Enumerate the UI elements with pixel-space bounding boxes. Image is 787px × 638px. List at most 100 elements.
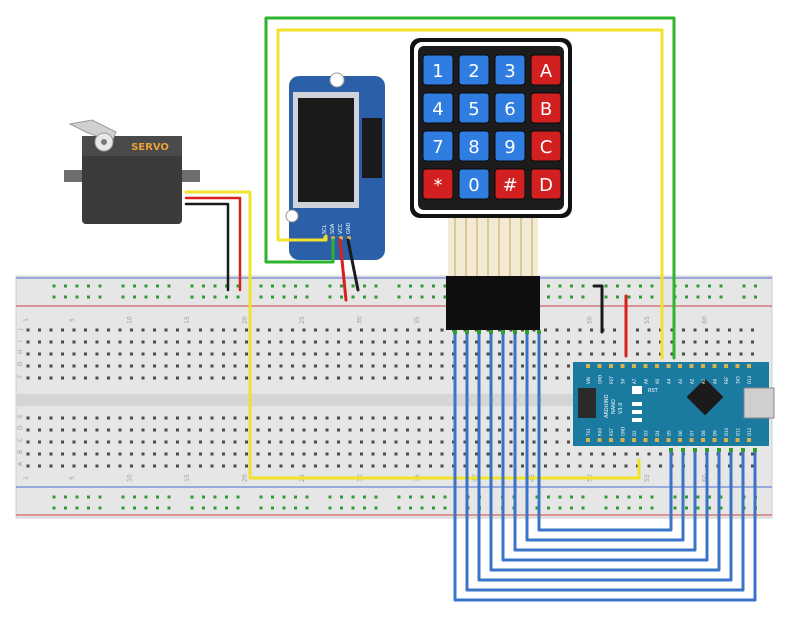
keypad-key[interactable]: 1 <box>422 54 454 86</box>
wire-blue-keypad <box>477 332 733 582</box>
rail-hole <box>650 295 654 299</box>
wire-blue-end <box>729 448 733 452</box>
row-letter: A <box>17 461 24 466</box>
breadboard-hole <box>210 440 214 444</box>
rail-hole <box>121 506 125 510</box>
keypad-key-cap <box>530 130 562 162</box>
wire-blue-end <box>693 448 697 452</box>
rail-hole <box>719 284 723 288</box>
oled-mount-hole-bottom <box>285 209 299 223</box>
rail-hole <box>432 295 435 299</box>
keypad-key[interactable]: * <box>422 168 454 200</box>
breadboard-hole <box>199 352 202 356</box>
keypad-key[interactable]: 8 <box>458 130 490 162</box>
nano-pin <box>724 438 728 442</box>
breadboard-hole <box>130 416 133 420</box>
breadboard-hole <box>95 376 99 380</box>
breadboard-hole <box>187 364 191 368</box>
breadboard-hole <box>302 352 306 356</box>
breadboard-hole <box>302 340 306 344</box>
breadboard-hole <box>728 352 731 356</box>
keypad-key[interactable]: 9 <box>494 130 526 162</box>
keypad-key[interactable]: 0 <box>458 168 490 200</box>
breadboard-hole <box>141 376 145 380</box>
rail-hole <box>87 284 90 288</box>
breadboard-hole <box>567 340 570 344</box>
breadboard-hole <box>72 376 76 380</box>
rail-hole <box>570 284 573 288</box>
breadboard-hole <box>279 364 283 368</box>
nano-pin <box>689 438 694 442</box>
keypad-key[interactable]: 5 <box>458 92 490 124</box>
keypad-key[interactable]: 6 <box>494 92 526 124</box>
breadboard-hole <box>417 428 421 432</box>
keypad-key[interactable]: 7 <box>422 130 454 162</box>
breadboard-hole <box>302 364 306 368</box>
breadboard-hole <box>291 464 294 468</box>
nano-pin-label: A3 <box>678 378 683 384</box>
rail-hole <box>708 295 711 299</box>
breadboard-hole <box>383 428 386 432</box>
breadboard-hole <box>624 464 628 468</box>
keypad-ribbon <box>448 218 538 278</box>
rail-hole <box>409 506 412 510</box>
rail-hole <box>202 295 205 299</box>
breadboard-hole <box>360 416 363 420</box>
breadboard-hole <box>463 464 467 468</box>
breadboard-hole <box>256 440 260 444</box>
breadboard-hole <box>544 464 547 468</box>
breadboard-hole <box>95 428 99 432</box>
breadboard-hole <box>739 464 743 468</box>
breadboard-hole <box>314 340 317 344</box>
breadboard-hole <box>590 464 593 468</box>
keypad-key[interactable]: 3 <box>494 54 526 86</box>
keypad-key[interactable]: 4 <box>422 92 454 124</box>
rail-hole <box>409 295 412 299</box>
breadboard-hole <box>26 452 30 456</box>
keypad-key-label: 0 <box>468 175 479 196</box>
rail-hole <box>616 506 619 510</box>
breadboard-hole <box>187 464 191 468</box>
wire-blue-keypad <box>537 332 673 532</box>
breadboard-hole <box>84 452 87 456</box>
rail-hole <box>156 295 159 299</box>
breadboard-hole <box>176 464 179 468</box>
nano-pin-label: VIN <box>586 377 591 384</box>
breadboard-hole <box>371 340 375 344</box>
breadboard-hole <box>61 416 64 420</box>
rail-hole <box>64 506 67 510</box>
breadboard-hole <box>429 452 432 456</box>
breadboard-hole <box>348 340 352 344</box>
nano-pin-label: D10 <box>724 427 729 436</box>
breadboard-hole <box>613 352 616 356</box>
keypad-key[interactable]: C <box>530 130 562 162</box>
rail-hole <box>98 506 102 510</box>
breadboard-hole <box>440 440 444 444</box>
keypad-key[interactable]: # <box>494 168 526 200</box>
rail-hole <box>190 284 194 288</box>
keypad-key[interactable]: 2 <box>458 54 490 86</box>
breadboard-hole <box>268 440 271 444</box>
keypad-key[interactable]: D <box>530 168 562 200</box>
servo-label: SERVO <box>131 142 169 153</box>
breadboard-hole <box>429 428 432 432</box>
keypad-key-label: 1 <box>432 61 443 82</box>
rail-hole <box>156 495 159 499</box>
breadboard-hole <box>107 416 110 420</box>
keypad-key[interactable]: B <box>530 92 562 124</box>
keypad-key[interactable]: A <box>530 54 562 86</box>
keypad-key-label: 4 <box>432 99 443 120</box>
row-letter: F <box>17 374 24 378</box>
breadboard-hole <box>176 352 179 356</box>
breadboard-hole <box>417 328 421 332</box>
breadboard-hole <box>210 352 214 356</box>
breadboard-hole <box>222 452 225 456</box>
breadboard-hole <box>153 464 156 468</box>
breadboard-hole <box>107 452 110 456</box>
breadboard-hole <box>130 440 133 444</box>
wire-blue-end <box>705 448 709 452</box>
breadboard-hole <box>107 340 110 344</box>
breadboard-hole <box>164 340 168 344</box>
rail-hole <box>225 495 228 499</box>
